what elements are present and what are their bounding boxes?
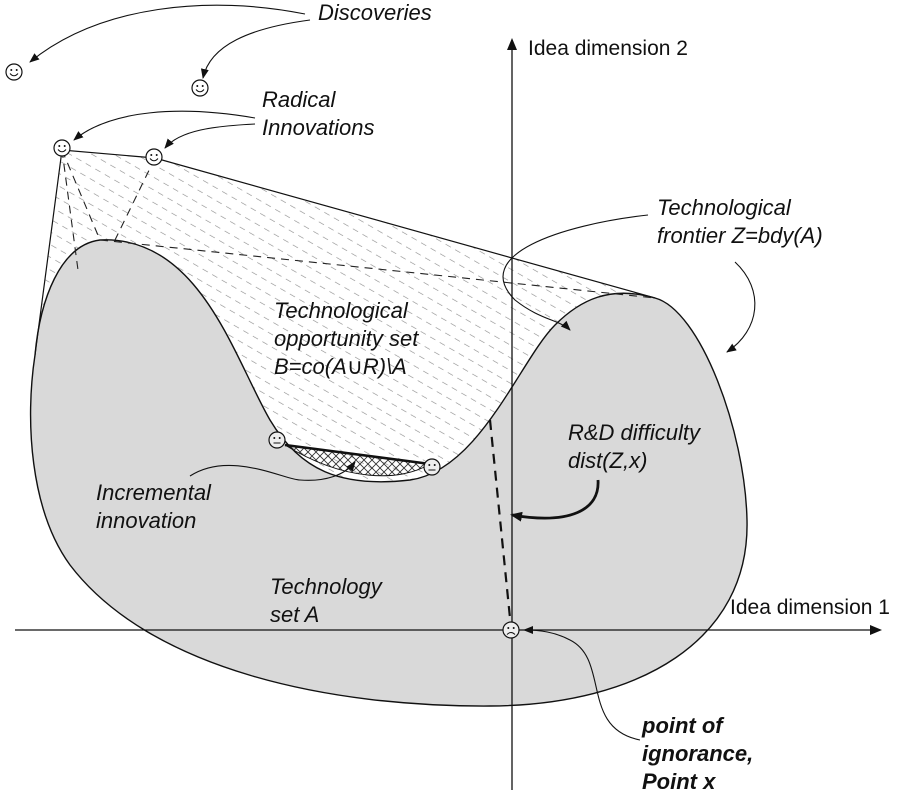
opportunity-label-line2: opportunity set bbox=[274, 326, 419, 351]
smiling-face-icon bbox=[191, 79, 209, 97]
opportunity-label-line3: B=co(A∪R)\A bbox=[274, 354, 407, 379]
incremental-label-line2: innovation bbox=[96, 508, 196, 533]
difficulty-label-line1: R&D difficulty bbox=[568, 420, 702, 445]
difficulty-arrow bbox=[510, 479, 600, 522]
discoveries-label: Discoveries bbox=[318, 0, 432, 25]
frontier-label-line1: Technological bbox=[657, 195, 792, 220]
neutral-face-icon bbox=[268, 431, 286, 449]
techset-label-line1: Technology bbox=[270, 574, 384, 599]
ignorance-label-line1: point of bbox=[641, 713, 725, 738]
frontier-arrow-inner bbox=[502, 214, 649, 331]
x-axis-label: Idea dimension 1 bbox=[730, 596, 890, 619]
radical-label-line1: Radical bbox=[262, 87, 336, 112]
radical-label-line2: Innovations bbox=[262, 115, 375, 140]
discoveries-arrow-left bbox=[29, 4, 306, 63]
frowning-face-icon bbox=[502, 621, 520, 639]
y-axis-label: Idea dimension 2 bbox=[528, 37, 688, 60]
difficulty-label-line2: dist(Z,x) bbox=[568, 448, 647, 473]
incremental-arrow bbox=[189, 461, 356, 481]
frontier-arrow-outer bbox=[726, 261, 756, 353]
opportunity-set-region bbox=[35, 150, 655, 482]
incremental-label-line1: Incremental bbox=[96, 480, 212, 505]
discoveries-arrow-right bbox=[200, 19, 311, 79]
opportunity-label-line1: Technological bbox=[274, 298, 409, 323]
opportunity-set-boundary bbox=[34, 149, 656, 356]
frontier-label-line2: frontier Z=bdy(A) bbox=[657, 223, 823, 248]
ignorance-arrow bbox=[523, 626, 641, 741]
convex-hull-dashes bbox=[61, 149, 656, 299]
smiling-face-icon bbox=[145, 148, 163, 166]
ignorance-label-line3: Point x bbox=[642, 769, 716, 794]
ignorance-label-line2: ignorance, bbox=[642, 741, 753, 766]
smiling-face-icon bbox=[5, 63, 23, 81]
neutral-face-icon bbox=[423, 458, 441, 476]
radical-arrow-right bbox=[164, 123, 256, 149]
smiling-face-icon bbox=[53, 139, 71, 157]
incremental-chord bbox=[284, 443, 431, 466]
techset-label-line2: set A bbox=[270, 602, 319, 627]
radical-arrow-left bbox=[73, 110, 256, 141]
